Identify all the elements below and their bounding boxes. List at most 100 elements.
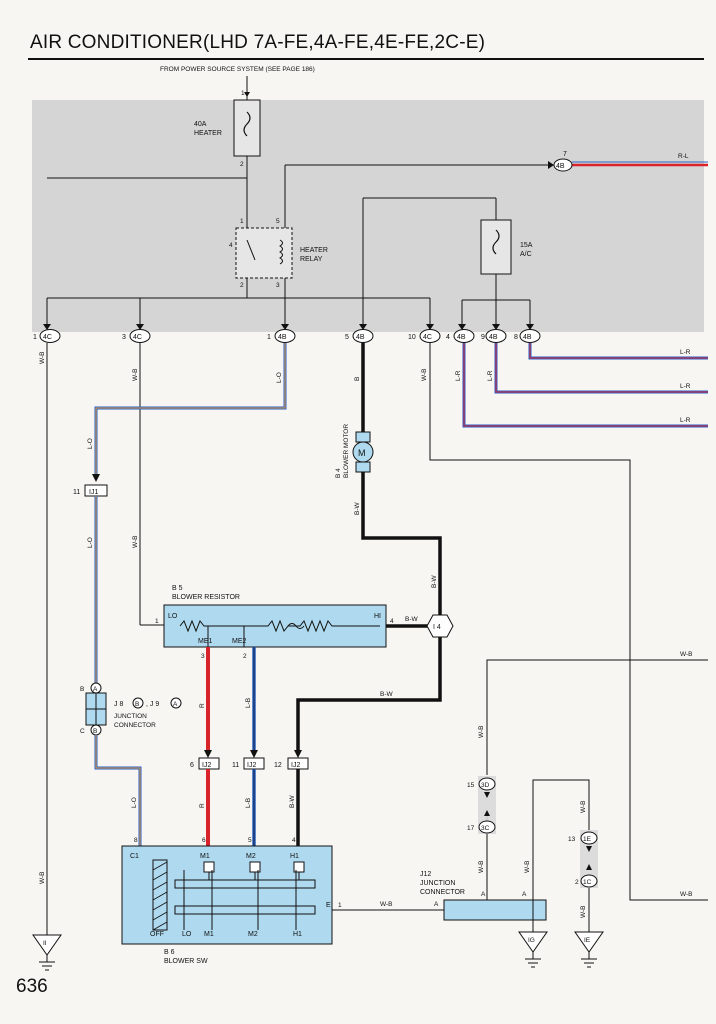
svg-text:4C: 4C (133, 334, 142, 341)
svg-text:L-R: L-R (680, 383, 691, 390)
svg-text:1: 1 (155, 618, 159, 625)
svg-text:3C: 3C (481, 825, 490, 832)
heater-relay: HEATER RELAY 1 5 4 2 3 (229, 218, 328, 289)
svg-text:4B: 4B (556, 163, 565, 170)
svg-text:W-B: W-B (580, 800, 587, 813)
svg-text:12: 12 (274, 762, 282, 769)
svg-text:2: 2 (240, 161, 244, 168)
svg-text:ME2: ME2 (232, 638, 247, 645)
page-title: AIR CONDITIONER(LHD 7A-FE,4A-FE,4E-FE,2C… (30, 32, 486, 53)
svg-text:40A: 40A (194, 121, 207, 128)
svg-text:L-O: L-O (87, 537, 94, 548)
svg-text:M2: M2 (246, 853, 256, 860)
svg-text:3: 3 (201, 653, 205, 660)
svg-text:W-B: W-B (39, 871, 46, 884)
svg-text:3: 3 (276, 282, 280, 289)
svg-text:W-B: W-B (478, 725, 485, 738)
svg-text:W-B: W-B (680, 891, 693, 898)
svg-text:8: 8 (134, 837, 138, 844)
svg-text:W-B: W-B (380, 901, 393, 908)
svg-text:4: 4 (292, 837, 296, 844)
svg-text:2: 2 (240, 282, 244, 289)
ground-ii: II (32, 934, 62, 971)
svg-text:W-B: W-B (132, 535, 139, 548)
svg-text:1: 1 (240, 218, 244, 225)
svg-text:BLOWER RESISTOR: BLOWER RESISTOR (172, 594, 240, 601)
svg-text:W-B: W-B (580, 905, 587, 918)
svg-text:HI: HI (374, 613, 381, 620)
svg-text:6: 6 (202, 837, 206, 844)
svg-text:M2: M2 (248, 931, 258, 938)
svg-text:W-B: W-B (680, 651, 693, 658)
svg-text:BLOWER MOTOR: BLOWER MOTOR (343, 424, 350, 478)
svg-text:C: C (80, 728, 85, 735)
svg-text:L-R: L-R (487, 370, 494, 381)
svg-text:L-O: L-O (276, 372, 283, 383)
junction-connector-j12: J12 JUNCTION CONNECTOR A A A (420, 871, 547, 921)
svg-text:B: B (93, 728, 97, 735)
svg-text:W-B: W-B (478, 860, 485, 873)
svg-text:4B: 4B (278, 334, 287, 341)
power-source-area (32, 100, 704, 332)
svg-text:JUNCTION: JUNCTION (114, 713, 147, 720)
connector-9-4b: 4B 9 (481, 324, 507, 343)
junction-1e-1c: 1E 13 1C 2 (568, 830, 598, 888)
title-rule (28, 58, 704, 60)
svg-text:B 5: B 5 (172, 585, 183, 592)
svg-text:9: 9 (481, 334, 485, 341)
svg-text:M: M (358, 448, 366, 458)
page-number: 636 (16, 976, 48, 997)
connector-3-4c: 4C 3 (122, 324, 151, 343)
svg-text:II: II (43, 940, 47, 947)
connector-4-4b: 4B 4 (446, 324, 475, 343)
svg-text:J 8: J 8 (114, 701, 123, 708)
svg-text:13: 13 (568, 836, 576, 843)
blower-resistor: B 5 BLOWER RESISTOR LO HI ME1 ME2 1 4 3 … (155, 585, 394, 660)
connector-1-4c: 4C1 (33, 324, 61, 343)
svg-text:3D: 3D (481, 782, 490, 789)
svg-text:IJ2: IJ2 (291, 762, 300, 769)
svg-text:4B: 4B (523, 334, 532, 341)
ground-ie: IE (574, 931, 604, 968)
svg-text:IE: IE (584, 937, 591, 944)
svg-text:B-W: B-W (405, 616, 419, 623)
svg-text:3: 3 (122, 334, 126, 341)
svg-text:A: A (173, 701, 178, 708)
svg-text:A: A (481, 891, 486, 898)
svg-text:B 4: B 4 (335, 468, 342, 478)
svg-text:4: 4 (446, 334, 450, 341)
svg-text:LO: LO (182, 931, 192, 938)
svg-text:I 4: I 4 (433, 624, 441, 631)
blower-motor: M B 4 BLOWER MOTOR (335, 424, 374, 478)
svg-text:BLOWER SW: BLOWER SW (164, 958, 208, 965)
svg-text:W-B: W-B (39, 351, 46, 364)
svg-text:1: 1 (267, 334, 271, 341)
svg-text:B-W: B-W (380, 691, 394, 698)
svg-text:4B: 4B (457, 334, 466, 341)
svg-text:A/C: A/C (520, 251, 532, 258)
svg-text:4C: 4C (423, 334, 432, 341)
svg-text:6: 6 (190, 762, 194, 769)
svg-text:HEATER: HEATER (300, 247, 328, 254)
from-power-label: FROM POWER SOURCE SYSTEM (SEE PAGE 186) (160, 66, 315, 73)
svg-text:W-B: W-B (132, 368, 139, 381)
svg-text:11: 11 (232, 762, 239, 769)
junction-connector-j8: A B B C J 8 B , J 9 A JUNCTION CONNECTOR (80, 682, 182, 736)
svg-text:L-O: L-O (87, 438, 94, 449)
svg-text:RELAY: RELAY (300, 256, 323, 263)
svg-text:ME1: ME1 (198, 638, 213, 645)
svg-text:LO: LO (168, 613, 178, 620)
svg-text:4: 4 (229, 242, 233, 249)
svg-text:B-W: B-W (289, 795, 296, 809)
svg-text:4B: 4B (489, 334, 498, 341)
svg-text:1E: 1E (583, 836, 592, 843)
svg-text:2: 2 (243, 653, 247, 660)
svg-text:5: 5 (345, 334, 349, 341)
svg-text:15: 15 (467, 782, 475, 789)
svg-text:R: R (199, 703, 206, 708)
svg-text:11: 11 (73, 489, 80, 496)
svg-text:L-R: L-R (455, 370, 462, 381)
